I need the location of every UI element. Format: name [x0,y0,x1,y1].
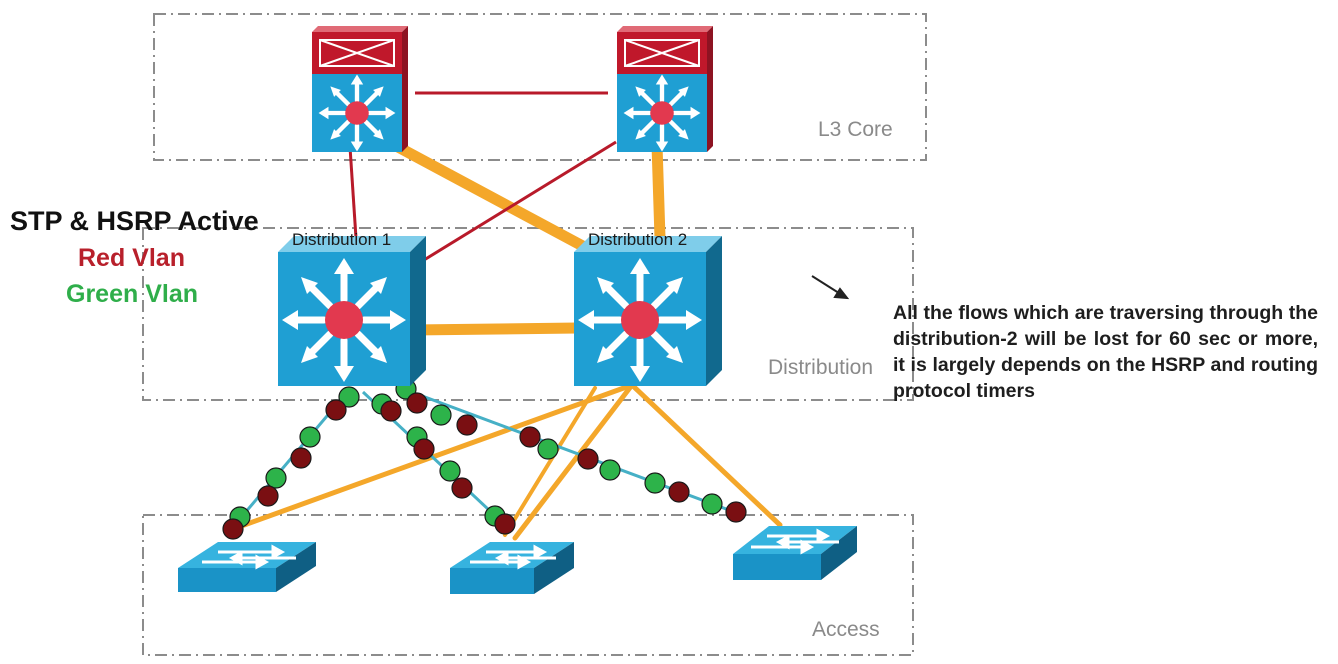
link-dist1-dist2 [406,322,584,336]
distribution-switch-1 [278,236,426,386]
core-tier-box [153,13,927,161]
failure-note: All the flows which are traversing throu… [893,302,1318,402]
distribution-switch-2 [574,236,722,386]
pointer-arrow [811,275,850,300]
legend-green-vlan: Green Vlan [66,280,198,308]
access-switch-2 [450,542,574,594]
access-tier-label: Access [812,618,880,641]
distribution-1-label: Distribution 1 [292,230,392,249]
link-core2-dist1 [423,140,617,262]
link-dist2-access2 [512,382,635,541]
link-core2-dist2 [651,139,666,244]
link-core1-dist1 [348,146,358,239]
legend-red-vlan: Red Vlan [78,244,185,272]
distribution-tier-label: Distribution [768,356,874,379]
distribution-tier-box [142,227,914,401]
link-dist2-access2b [503,386,597,537]
vlan-beads-access2 [371,393,516,535]
core-switch-2 [617,26,713,152]
core-switch-1 [312,26,408,152]
access-switch-3 [733,526,857,580]
legend-title: STP & HSRP Active [10,206,259,236]
access-tier-box [142,514,914,656]
vlan-beads-access3 [395,378,747,523]
link-core1-dist2 [379,134,611,264]
link-dist2-access3 [629,382,783,528]
core-tier-label: L3 Core [818,118,893,141]
access-switch-1 [178,542,316,592]
distribution-2-label: Distribution 2 [588,230,688,249]
vlan-beads-access1 [222,386,360,540]
